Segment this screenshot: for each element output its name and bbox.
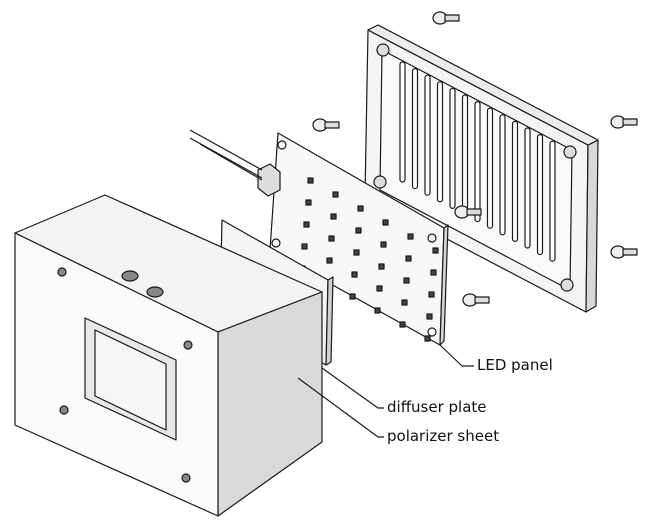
led-chip [330,213,337,220]
led-chip [382,219,389,226]
screw-shaft [474,296,490,304]
led-chip [430,269,437,276]
heatsink-fin [449,87,456,210]
led-chip [426,313,433,320]
led-chip [355,227,362,234]
led-chip [376,285,383,292]
screws [312,11,638,307]
screw-shaft [466,208,482,216]
heatsink-fin [424,74,431,196]
heatsink-fin [549,140,556,262]
screw-shaft [324,121,340,129]
led-chip [405,255,412,262]
heatsink-plate [364,24,599,313]
leader-polarizer [297,377,384,438]
led-chip [351,271,358,278]
led-chip [332,191,339,198]
heatsink-fin [411,67,419,190]
heatsink-fin [536,134,544,256]
led-grid [299,177,439,342]
led-chip [424,335,431,342]
heatsink-fin [499,114,506,236]
led-chip [399,321,406,328]
led-chip [403,277,410,284]
led-chip [353,249,360,256]
led-chip [432,247,439,254]
leader-led-panel [439,344,474,367]
heatsink-fin [474,100,481,223]
led-chip [349,293,356,300]
led-chip [407,233,414,240]
heatsink-fin [511,120,519,243]
led-chip [380,241,387,248]
heatsink-fin [486,107,494,229]
label-led-panel: LED panel [477,356,553,374]
heatsink-fin [399,61,406,183]
label-polarizer-sheet: polarizer sheet [387,427,500,445]
led-chip [428,291,435,298]
led-chip [305,199,312,206]
led-chip [374,307,381,314]
led-chip [328,235,335,242]
screw-shaft [622,248,638,256]
led-chip [357,205,364,212]
heatsink-fin [461,94,469,216]
led-chip [303,221,310,228]
heatsink-fins [399,61,556,262]
screw-shaft [444,14,460,22]
screw-shaft [622,118,638,126]
label-diffuser-plate: diffuser plate [387,398,487,416]
leader-diffuser [321,367,384,409]
led-chip [301,243,308,250]
housing-box [14,194,323,517]
led-chip [401,299,408,306]
led-chip [307,177,314,184]
connector-block [257,163,281,197]
led-chip [326,257,333,264]
heatsink-fin [524,127,531,249]
led-chip [378,263,385,270]
heatsink-fin [436,81,444,203]
